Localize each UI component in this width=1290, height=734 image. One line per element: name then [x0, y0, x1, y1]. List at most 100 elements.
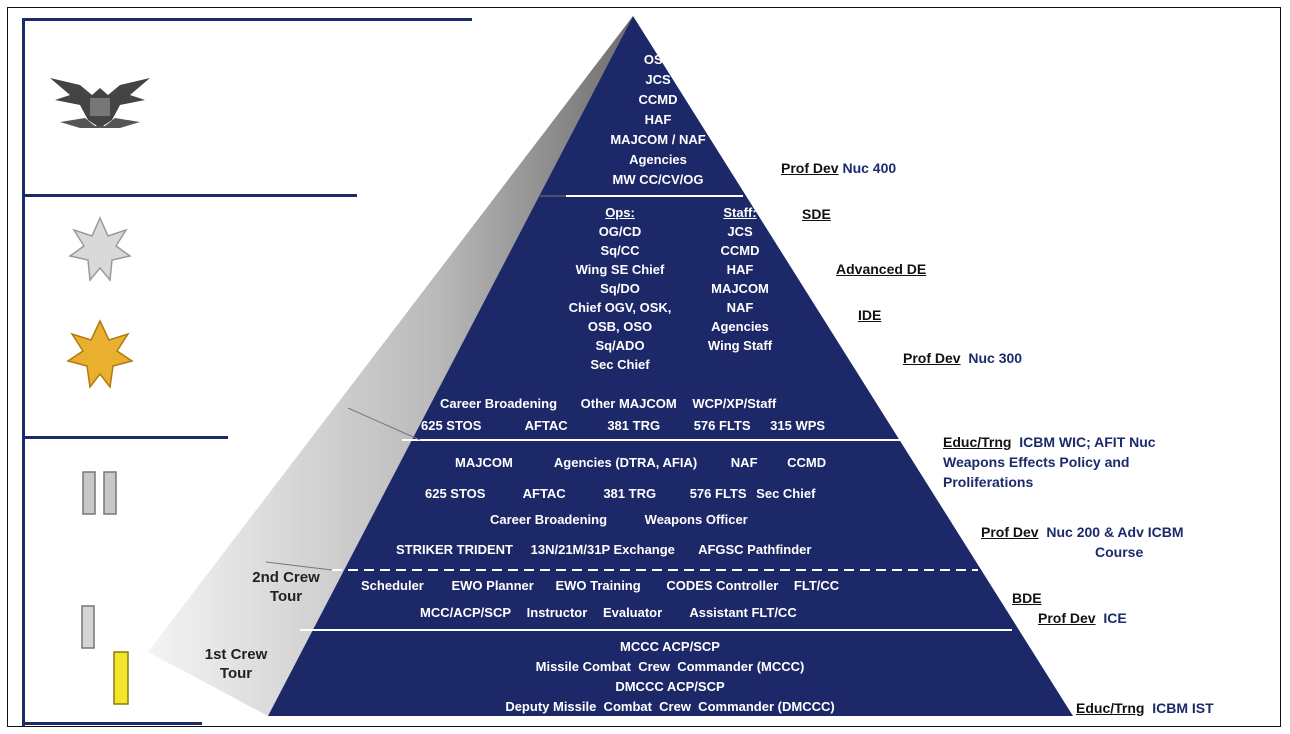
- crew1-line: MCCC ACP/SCP: [620, 639, 720, 654]
- ops-item: Chief OGV, OSK,: [568, 300, 672, 315]
- crew1-tour-label: 1st Crew Tour: [196, 645, 276, 683]
- label-profdev-200: Prof Dev Nuc 200 & Adv ICBM Course: [981, 522, 1184, 562]
- divider-major: [22, 436, 228, 439]
- cell: EWO Training: [555, 578, 641, 593]
- staff-item: NAF: [726, 300, 754, 315]
- cell: STRIKER TRIDENT: [396, 542, 513, 557]
- apex-item: Agencies: [629, 152, 687, 167]
- divider-colonel: [22, 194, 357, 197]
- mid-row-1: MAJCOM Agencies (DTRA, AFIA) NAF CCMD: [455, 455, 826, 470]
- first-lt-silver-bar-icon: [81, 605, 95, 649]
- label-key: Prof Dev: [1038, 610, 1096, 626]
- broadening-row-1: Career Broadening Other MAJCOM WCP/XP/St…: [440, 396, 776, 411]
- ops-item: Sq/ADO: [595, 338, 645, 353]
- broadening-row-2: 625 STOS AFTAC 381 TRG 576 FLTS 315 WPS: [421, 418, 825, 433]
- label-value: ICBM IST: [1144, 700, 1214, 716]
- staff-item: CCMD: [720, 243, 760, 258]
- mid-row-3: Career Broadening Weapons Officer: [490, 512, 748, 527]
- staff-item: Wing Staff: [707, 338, 773, 353]
- ops-item: OG/CD: [598, 224, 642, 239]
- second-lt-gold-bar-icon: [113, 651, 129, 705]
- crew2-label-line: 2nd Crew: [252, 569, 320, 586]
- cell: Assistant FLT/CC: [689, 605, 797, 620]
- ops-column: Ops: OG/CD Sq/CC Wing SE Chief Sq/DO Chi…: [530, 203, 710, 374]
- apex-item: OSD: [643, 52, 673, 67]
- label-profdev-400: Prof Dev Nuc 400: [781, 160, 896, 176]
- cell: 625 STOS: [421, 418, 482, 433]
- label-key: Prof Dev: [781, 160, 839, 176]
- label-ide: IDE: [858, 307, 881, 323]
- ops-item: Sq/CC: [600, 243, 640, 258]
- label-bde: BDE: [1012, 590, 1042, 606]
- crew1-line: Deputy Missile Combat Crew Commander (DM…: [505, 699, 835, 714]
- label-educ-trng-wic: Educ/Trng ICBM WIC; AFIT Nuc Weapons Eff…: [943, 432, 1156, 492]
- cell: AFGSC Pathfinder: [698, 542, 812, 557]
- crew1-label-line: Tour: [219, 665, 253, 682]
- label-key: Advanced DE: [836, 261, 927, 277]
- cell: 576 FLTS: [689, 486, 747, 501]
- cell: 625 STOS: [425, 486, 486, 501]
- cell: Evaluator: [602, 605, 663, 620]
- captain-double-bar-icon: [82, 471, 117, 515]
- crew1-line: DMCCC ACP/SCP: [615, 679, 725, 694]
- label-profdev-ice: Prof Dev ICE: [1038, 610, 1127, 626]
- cell: Career Broadening: [490, 512, 608, 527]
- cell: AFTAC: [524, 418, 568, 433]
- cell: 381 TRG: [603, 486, 657, 501]
- label-key: Prof Dev: [981, 524, 1039, 540]
- crew2-label-line: Tour: [269, 588, 303, 605]
- ops-item: Sec Chief: [590, 357, 650, 372]
- label-value-line: Weapons Effects Policy and: [943, 454, 1130, 470]
- label-value-line: Course: [1095, 544, 1144, 560]
- cell: Agencies (DTRA, AFIA): [553, 455, 698, 470]
- staff-item: Agencies: [711, 319, 769, 334]
- crew2-tour-label: 2nd Crew Tour: [246, 568, 326, 606]
- divider-bottom: [22, 722, 202, 725]
- cell: CODES Controller: [666, 578, 779, 593]
- mid-row-2: 625 STOS AFTAC 381 TRG 576 FLTS Sec Chie…: [425, 486, 815, 501]
- label-advanced-de: Advanced DE: [836, 261, 926, 277]
- cell: Weapons Officer: [644, 512, 748, 527]
- staff-item: HAF: [726, 262, 754, 277]
- cell: 13N/21M/31P Exchange: [530, 542, 675, 557]
- apex-block: OSD JCS CCMD HAF MAJCOM / NAF Agencies M…: [583, 50, 733, 190]
- cell: 576 FLTS: [693, 418, 751, 433]
- crew1-label-line: 1st Crew: [204, 646, 268, 663]
- ops-item: OSB, OSO: [587, 319, 653, 334]
- label-key: Prof Dev: [903, 350, 961, 366]
- label-value-line: Proliferations: [943, 474, 1034, 490]
- crew1-line: Missile Combat Crew Commander (MCCC): [535, 659, 805, 674]
- apex-item: CCMD: [638, 92, 678, 107]
- crew1-block: MCCC ACP/SCP Missile Combat Crew Command…: [420, 637, 920, 717]
- staff-item: JCS: [727, 224, 753, 239]
- crew2-row-2: MCC/ACP/SCP Instructor Evaluator Assista…: [420, 605, 797, 620]
- staff-heading: Staff:: [723, 205, 757, 220]
- label-profdev-300: Prof Dev Nuc 300: [903, 350, 1022, 366]
- label-key: SDE: [802, 206, 831, 222]
- cell: AFTAC: [522, 486, 566, 501]
- cell: MCC/ACP/SCP: [420, 605, 512, 620]
- rank-column-line: [22, 18, 25, 726]
- ops-item: Wing SE Chief: [575, 262, 665, 277]
- cell: WCP/XP/Staff: [692, 396, 777, 411]
- cell: FLT/CC: [793, 578, 840, 593]
- apex-item: MW CC/CV/OG: [612, 172, 704, 187]
- cell: EWO Planner: [451, 578, 534, 593]
- major-gold-oak-leaf-icon: [66, 319, 134, 389]
- crew2-row-1: Scheduler EWO Planner EWO Training CODES…: [361, 578, 839, 593]
- mid-row-4: STRIKER TRIDENT 13N/21M/31P Exchange AFG…: [396, 542, 811, 557]
- cell: NAF: [730, 455, 758, 470]
- cell: CCMD: [787, 455, 827, 470]
- label-key: Educ/Trng: [943, 434, 1012, 450]
- cell: Scheduler: [361, 578, 424, 593]
- cell: Other MAJCOM: [580, 396, 677, 411]
- cell: 381 TRG: [607, 418, 661, 433]
- label-value: Nuc 200 & Adv ICBM: [1038, 524, 1184, 540]
- label-key: IDE: [858, 307, 882, 323]
- label-key: Educ/Trng: [1076, 700, 1145, 716]
- cell: Career Broadening: [440, 396, 558, 411]
- ops-item: Sq/DO: [600, 281, 640, 296]
- lt-colonel-silver-oak-leaf-icon: [68, 216, 132, 282]
- pyramid-side-face: [148, 16, 633, 716]
